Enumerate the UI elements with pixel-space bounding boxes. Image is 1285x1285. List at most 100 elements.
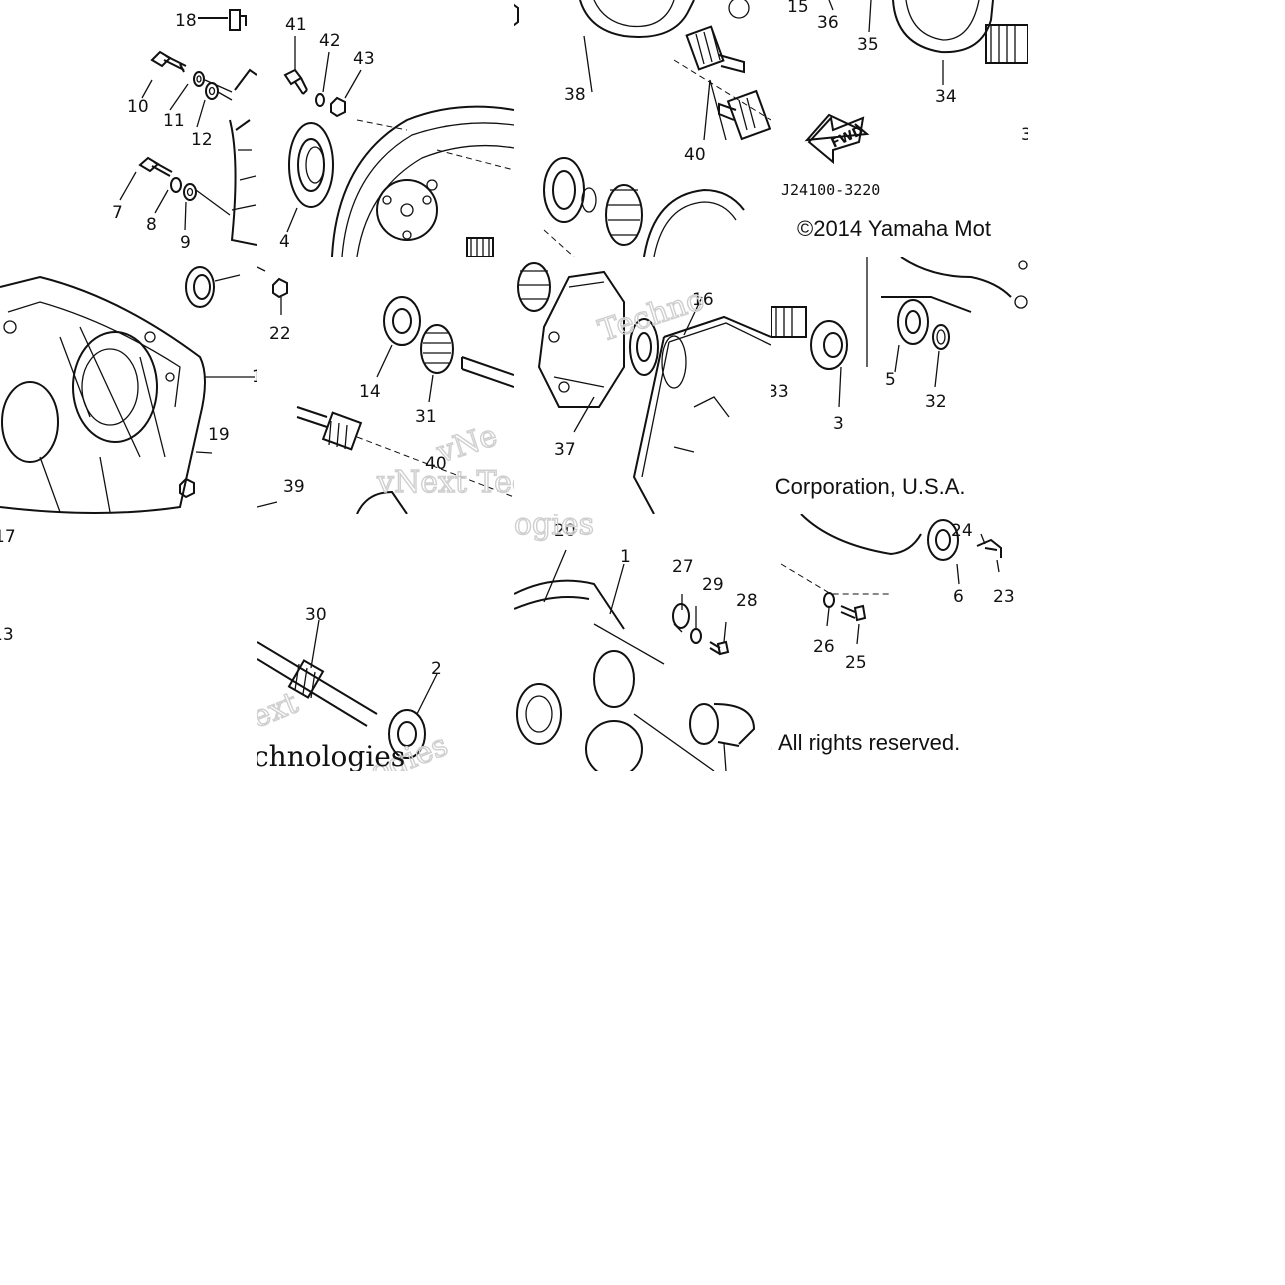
tile-r0-c3: 15 36 35 34 3 FWD J24100-3220 ©2014 Yama… — [771, 0, 1028, 257]
copyright-line-3: . All rights reserved. — [771, 730, 960, 755]
callout-38: 38 — [564, 85, 586, 105]
gear-pair-drawing — [605, 184, 745, 257]
clip-23-drawing — [976, 538, 1002, 558]
crankcase-lower-drawing — [514, 579, 715, 771]
washer-42-drawing — [315, 93, 325, 107]
callout-37: 37 — [554, 440, 576, 460]
seal-6-drawing — [927, 519, 959, 561]
callout-13: 13 — [0, 625, 14, 645]
fwd-label: FWD — [829, 123, 866, 151]
fitting-18-drawing — [198, 9, 247, 31]
callout-25: 25 — [845, 653, 867, 673]
callout-5: 5 — [885, 370, 896, 390]
tile-r1-c3: 33 3 5 32 tor Corporation, U.S.A. — [771, 257, 1028, 514]
drawing-code: J24100-3220 — [781, 181, 880, 199]
callout-29: 29 — [702, 575, 724, 595]
callout-33: 33 — [771, 382, 789, 402]
bolt-25-drawing — [840, 604, 867, 622]
callout-42: 42 — [319, 31, 341, 51]
small-gear-drawing — [466, 237, 494, 257]
callout-40: 40 — [684, 145, 706, 165]
gear-shaft-40-drawing — [296, 406, 514, 498]
bolt-7-drawing — [138, 156, 173, 177]
callout-8: 8 — [146, 215, 157, 235]
callout-19: 19 — [208, 425, 230, 445]
callout-fragment-3x: 3 — [1021, 125, 1028, 145]
callout-12: 12 — [191, 130, 213, 150]
fwd-arrow: FWD — [804, 113, 870, 165]
callout-30: 30 — [305, 605, 327, 625]
washer-29-drawing — [690, 628, 702, 644]
crankcase-1-drawing — [0, 275, 206, 514]
callout-10: 10 — [127, 97, 149, 117]
bearing-3-drawing — [810, 320, 848, 370]
watermark-ext: ext — [257, 685, 303, 735]
callout-1-lower: 1 — [620, 547, 631, 567]
gear-39-drawing — [356, 490, 408, 514]
bearing-4-drawing — [288, 122, 334, 208]
left-case-cover-drawing — [229, 68, 257, 246]
callout-28: 28 — [736, 591, 758, 611]
copyright-line-2: tor Corporation, U.S.A. — [771, 474, 966, 499]
callout-11: 11 — [163, 111, 185, 131]
callout-34: 34 — [935, 87, 957, 107]
washer-26-drawing — [823, 592, 835, 608]
needle-bearing-31-drawing — [420, 324, 454, 374]
watermark-chnologies: chnologies — [257, 740, 405, 771]
callout-41: 41 — [285, 15, 307, 35]
plug-19-drawing — [179, 477, 195, 499]
callout-20: 20 — [554, 521, 576, 541]
shaft-30-drawing — [257, 641, 378, 727]
tile-r0-c0: 18 10 11 12 7 8 9 — [0, 0, 257, 257]
bearing-drawing — [543, 157, 597, 223]
shaft-40-drawing — [685, 25, 771, 141]
seal-16-drawing — [629, 318, 687, 389]
washer-9-drawing — [183, 183, 197, 201]
callout-2: 2 — [431, 659, 442, 679]
bolt-41-drawing — [283, 68, 308, 95]
fitting-27-drawing — [672, 603, 690, 633]
watermark-techno: Techno — [594, 282, 708, 349]
callout-39: 39 — [283, 477, 305, 497]
callout-31: 31 — [415, 407, 437, 427]
bolt-10-drawing — [150, 50, 187, 73]
hose-drawing — [689, 703, 756, 771]
gear-fragment-drawing — [517, 262, 551, 312]
large-gear-drawing — [331, 105, 514, 257]
tile-r2-c0: 17 13 — [0, 514, 257, 771]
cover-edge-drawing — [780, 514, 922, 595]
tile-r2-c2: 20 1 27 29 28 ogies — [514, 514, 771, 771]
callout-35: 35 — [857, 35, 879, 55]
gear-38-drawing — [579, 0, 750, 38]
tile-r1-c0: 1 19 — [0, 257, 257, 514]
gear-34-drawing — [892, 0, 1028, 64]
bearing-14-drawing — [383, 296, 421, 346]
nut-43-drawing — [330, 96, 346, 118]
copyright-line-1: ©2014 Yamaha Mot — [797, 216, 991, 241]
callout-15: 15 — [787, 0, 809, 17]
shaft-drawing — [461, 356, 514, 388]
seal-5-drawing — [897, 299, 929, 345]
tile-r1-c1: 22 14 31 40 39 vNext Tec vNe — [257, 257, 514, 514]
tile-r0-c2: 21 — [514, 0, 771, 257]
tile-r1-c2: 16 37 Techno — [514, 257, 771, 514]
watermark-ogies-top: ogies — [514, 514, 594, 542]
callout-17: 17 — [0, 527, 16, 547]
bearing-2-drawing — [388, 709, 426, 759]
gasket-drawing — [632, 315, 771, 514]
housing-37-drawing — [537, 270, 625, 408]
callout-4: 4 — [279, 232, 290, 252]
callout-40-lower: 40 — [425, 454, 447, 474]
callout-22: 22 — [269, 324, 291, 344]
callout-3: 3 — [833, 414, 844, 434]
case-edge-drawing — [881, 257, 1028, 313]
circlip-32-drawing — [932, 324, 950, 350]
callout-26: 26 — [813, 637, 835, 657]
watermark-vne: vNe — [432, 418, 502, 470]
callout-36: 36 — [817, 13, 839, 33]
shaft-33-drawing — [771, 306, 807, 338]
nut-21-drawing — [514, 3, 519, 27]
callout-6: 6 — [953, 587, 964, 607]
callout-1-left: 1 — [252, 367, 257, 387]
